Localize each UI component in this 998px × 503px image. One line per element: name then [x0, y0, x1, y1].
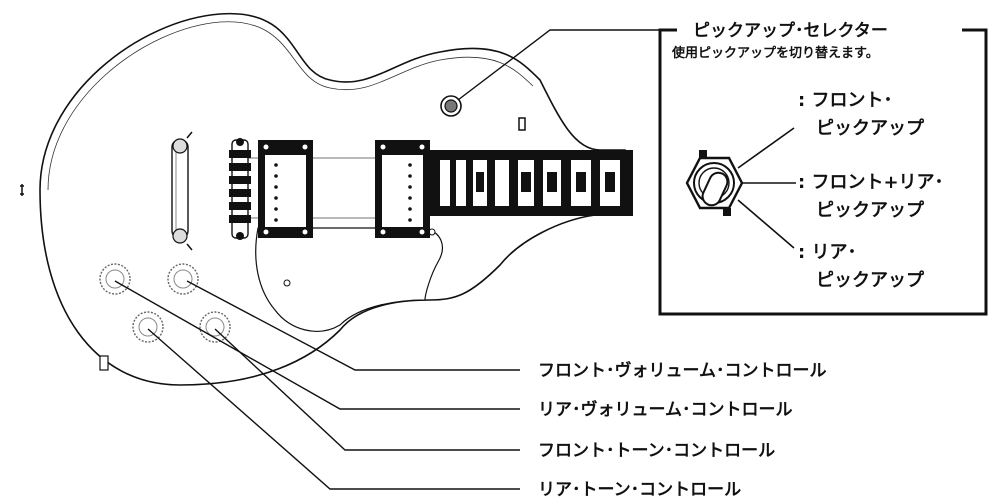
- callout-front-volume-label: フロント･ヴォリューム･コントロール: [538, 360, 827, 381]
- selector-box-frame: [658, 28, 988, 316]
- leader-lines: [114, 29, 660, 490]
- rear-tone-knob: [199, 311, 231, 343]
- fret-slot: [440, 160, 450, 206]
- selector-box-title: ピックアップ･セレクター: [693, 20, 888, 41]
- position-both-line2: ピックアップ: [816, 199, 925, 221]
- fret-inlay: [547, 172, 557, 192]
- fret-slot: [456, 160, 466, 206]
- output-jack: [99, 355, 109, 371]
- callout-rear-tone-label: リア･トーン･コントロール: [538, 480, 741, 500]
- position-front-line2: ピックアップ: [816, 117, 925, 139]
- fret-inlay: [521, 172, 531, 192]
- leader-rear-volume: [114, 280, 520, 410]
- pickup-selector-switch: [440, 95, 462, 117]
- callout-front-tone-label: フロント･トーン･コントロール: [538, 441, 775, 461]
- selector-info-box: ピックアップ･セレクター 使用ピックアップを切り替えます。 : フロント･ ピッ…: [658, 20, 988, 316]
- tailpiece: [171, 131, 193, 251]
- front-tone-knob: [132, 311, 164, 343]
- body-binding: [47, 21, 534, 191]
- fret-inlay: [576, 172, 586, 192]
- bridge: [229, 138, 251, 240]
- position-both-line1: : フロント+リア･: [798, 172, 944, 193]
- front-pickup: [375, 140, 430, 238]
- pickguard-screw: [283, 279, 291, 287]
- rear-pickup: [258, 140, 313, 238]
- neck: [428, 150, 633, 216]
- leader-selector: [457, 29, 660, 101]
- fret-inlay: [476, 172, 484, 192]
- strap-button-left-icon: [20, 184, 24, 196]
- strap-button-right-icon: [518, 117, 526, 131]
- control-knobs: [99, 263, 231, 343]
- position-front-line1: : フロント･: [798, 90, 892, 111]
- toggle-position-lines: [737, 127, 796, 249]
- rear-volume-knob: [167, 263, 199, 295]
- leader-front-volume: [186, 280, 520, 371]
- fret-slot: [495, 160, 509, 206]
- pickguard: [255, 227, 443, 332]
- leader-front-tone: [214, 328, 520, 451]
- position-rear-line1: : リア･: [798, 242, 856, 263]
- toggle-switch-icon: [685, 150, 744, 216]
- leader-rear-tone: [147, 328, 520, 490]
- position-rear-line2: ピックアップ: [816, 269, 925, 291]
- fret-inlay: [605, 172, 615, 192]
- front-volume-knob: [99, 263, 131, 295]
- selector-box-description: 使用ピックアップを切り替えます。: [671, 45, 879, 61]
- callout-rear-volume-label: リア･ヴォリューム･コントロール: [538, 399, 793, 420]
